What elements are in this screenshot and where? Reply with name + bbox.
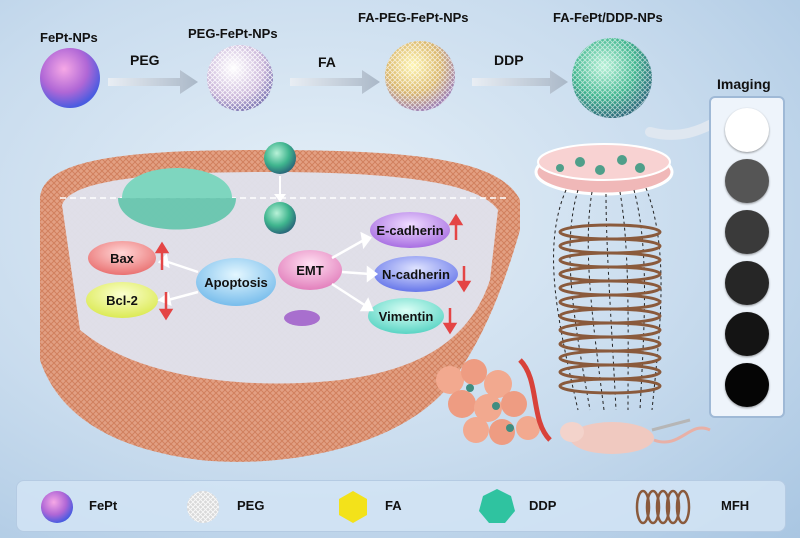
label-e-cadherin: E-cadherin [376, 222, 444, 238]
fept-nanoparticle [40, 48, 100, 108]
label-bcl2: Bcl-2 [106, 292, 138, 308]
imaging-well-3 [725, 210, 769, 254]
arrow-label-fa: FA [318, 54, 336, 70]
bcl2-ellipse [86, 282, 158, 318]
legend-bar: FePt PEG FA DDP MFH [16, 480, 786, 532]
legend-fa-icon [339, 491, 367, 523]
legend-ddp-icon [479, 489, 515, 523]
nanoparticle-entering-cell [264, 142, 296, 234]
imaging-well-5 [725, 312, 769, 356]
legend-mfh-icon [635, 489, 691, 525]
bax-up-arrow [154, 241, 170, 270]
label-n-cadherin: N-cadherin [382, 266, 450, 282]
bcl2-down-arrow [158, 292, 174, 321]
label-fa-peg-fept-nps: FA-PEG-FePt-NPs [358, 10, 469, 25]
imaging-well-4 [725, 261, 769, 305]
label-bax: Bax [110, 250, 134, 266]
synthesis-arrow-3 [472, 70, 568, 94]
legend-peg-icon [187, 491, 219, 523]
fa-fept-ddp-nanoparticle [572, 38, 652, 118]
imaging-well-2 [725, 159, 769, 203]
legend-mfh-label: MFH [721, 498, 750, 513]
legend-ddp-label: DDP [529, 498, 557, 513]
petri-dish [534, 143, 674, 196]
imaging-title: Imaging [717, 76, 771, 92]
label-fa-fept-ddp-nps: FA-FePt/DDP-NPs [553, 10, 663, 25]
legend-fept-icon [41, 491, 73, 523]
arrow-label-ddp: DDP [494, 52, 524, 68]
arrow-label-peg: PEG [130, 52, 160, 68]
label-fept-nps: FePt-NPs [40, 30, 98, 45]
emt-ellipse [278, 250, 342, 290]
imaging-well-1 [725, 108, 769, 152]
bax-ellipse [88, 241, 156, 275]
tumor-cluster [436, 358, 552, 445]
mitochondrion [284, 310, 320, 326]
e-cadherin-up-arrow [448, 213, 464, 240]
arrow-to-imaging [645, 117, 721, 140]
label-peg-fept-nps: PEG-FePt-NPs [188, 26, 278, 41]
imaging-well-6 [725, 363, 769, 407]
legend-fa-label: FA [385, 498, 402, 513]
fa-peg-fept-nanoparticle [385, 41, 455, 111]
apoptosis-ellipse [196, 258, 276, 306]
vimentin-ellipse [368, 298, 444, 334]
imaging-panel [709, 96, 785, 418]
synthesis-arrow-2 [290, 70, 380, 94]
mouse [560, 418, 711, 454]
mfh-coil [558, 223, 662, 395]
legend-fept-label: FePt [89, 498, 118, 513]
peg-fept-nanoparticle [207, 45, 273, 111]
vimentin-down-arrow [442, 308, 458, 335]
e-cadherin-ellipse [370, 212, 450, 248]
label-vimentin: Vimentin [378, 308, 434, 324]
nucleus [118, 168, 236, 230]
n-cadherin-ellipse [374, 256, 458, 292]
label-emt: EMT [296, 262, 324, 278]
pathway-arrows [157, 231, 379, 312]
n-cadherin-down-arrow [456, 266, 472, 293]
label-apoptosis: Apoptosis [204, 274, 268, 290]
synthesis-arrow-1 [108, 70, 198, 94]
legend-peg-label: PEG [237, 498, 265, 513]
